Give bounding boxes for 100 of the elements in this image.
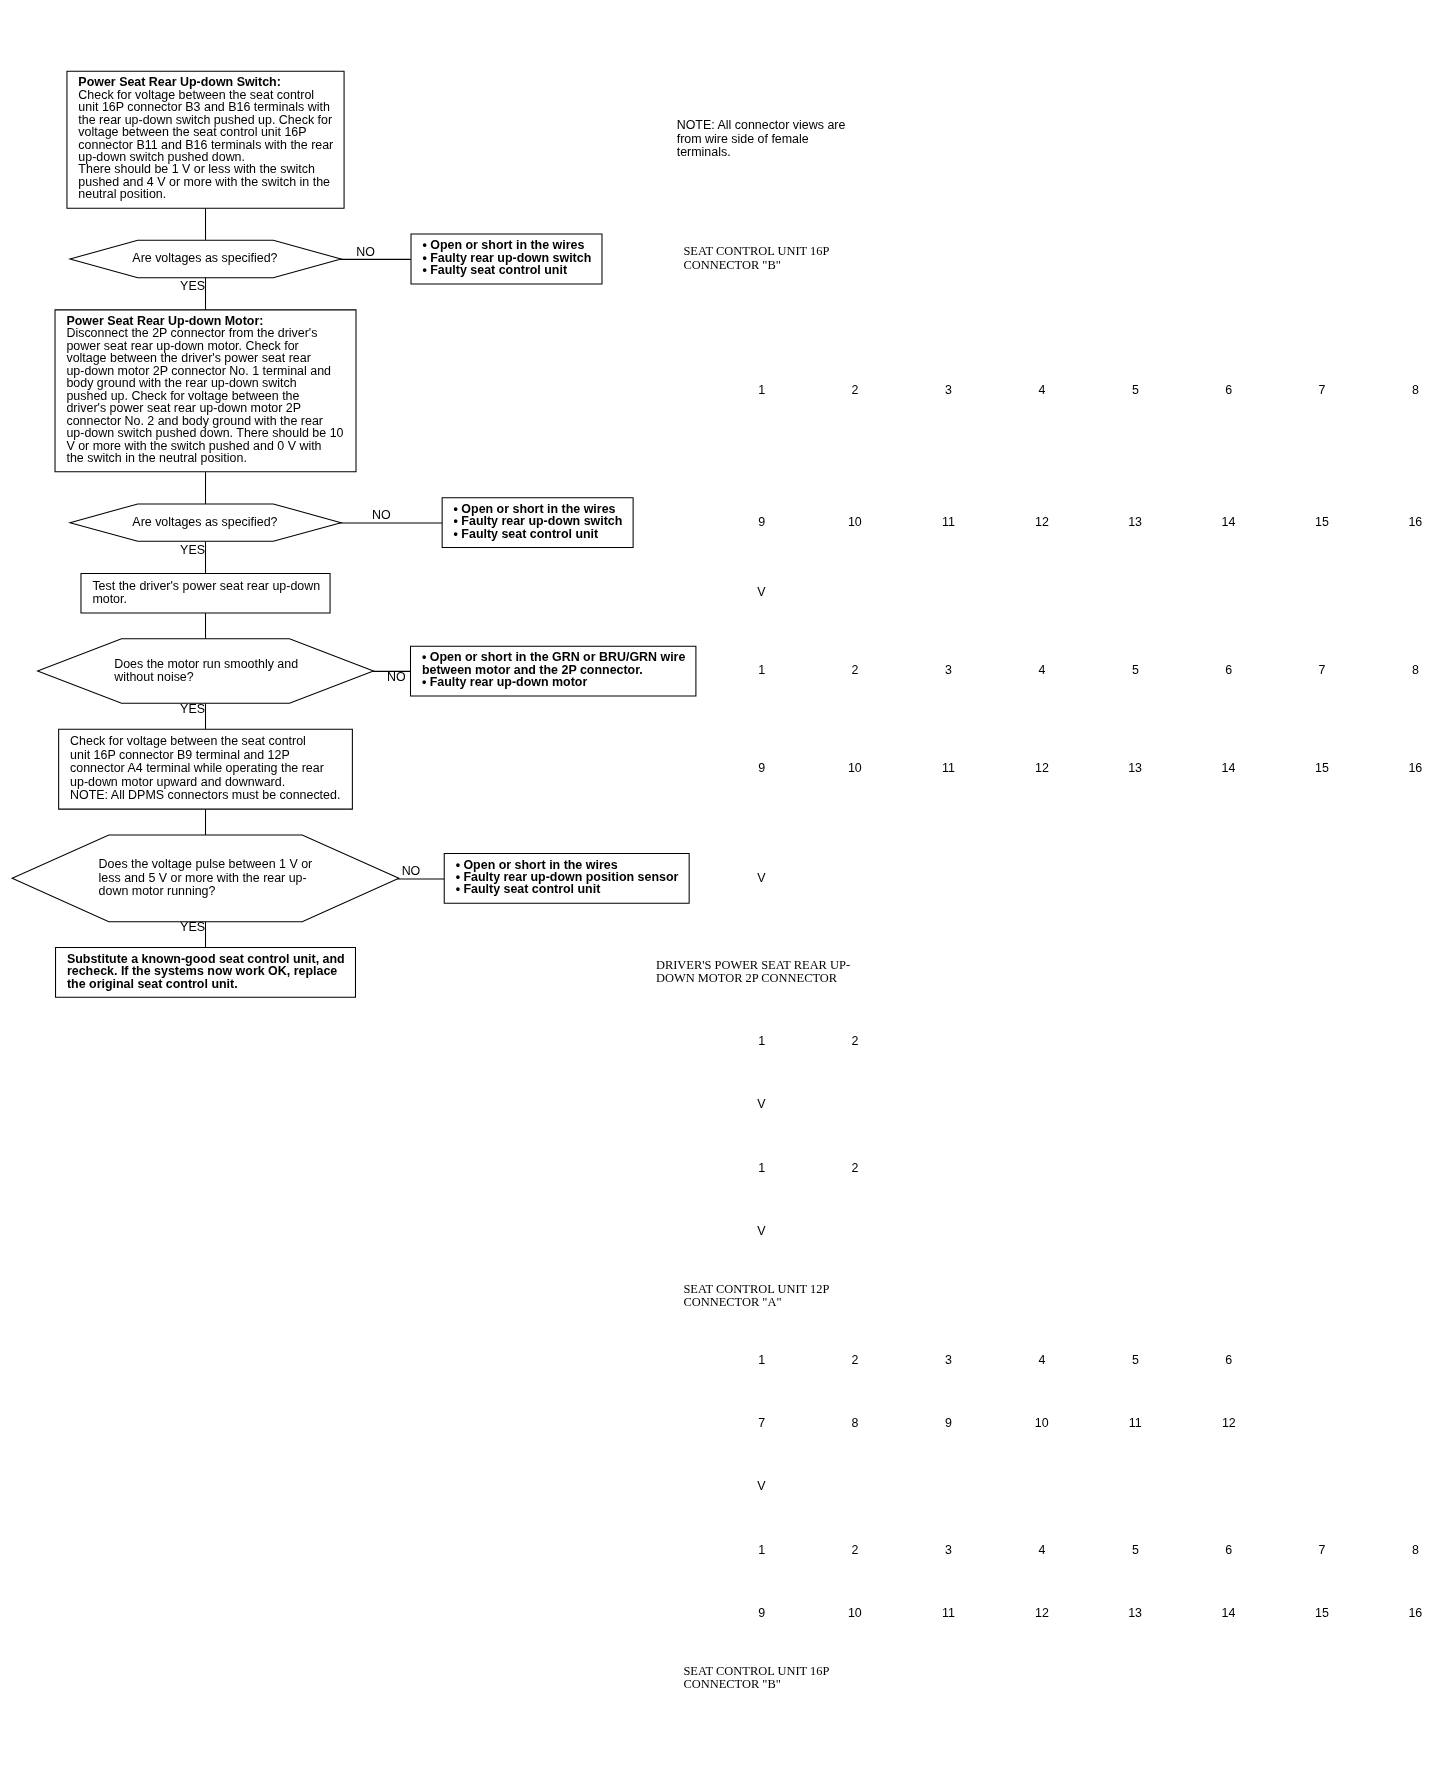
- label: 15: [1315, 514, 1329, 529]
- label: SEAT CONTROL UNIT 16P CONNECTOR "B": [683, 1663, 830, 1691]
- label: V: [757, 1478, 766, 1493]
- node-box: • Open or short in the wires • Faulty rear up-down switch • Faulty seat control unit: [441, 496, 634, 548]
- connector: [396, 877, 445, 879]
- label: 11: [941, 1605, 955, 1620]
- label: 3: [945, 382, 952, 397]
- connector: [205, 702, 207, 729]
- label: V: [757, 1096, 766, 1111]
- node-box: Test the driver's power seat rear up-down motor.: [80, 572, 331, 613]
- label: 12: [1221, 1415, 1236, 1430]
- label: 1: [758, 1033, 766, 1048]
- label: 10: [1034, 1415, 1049, 1430]
- label: 1: [758, 382, 766, 397]
- label: 12: [1035, 514, 1049, 529]
- label: 15: [1315, 1605, 1329, 1620]
- label: 8: [1412, 662, 1419, 677]
- edge-label: YES: [180, 278, 205, 293]
- label: 10: [847, 1605, 862, 1620]
- label: 5: [1131, 662, 1139, 677]
- label: 6: [1225, 382, 1233, 397]
- label: 4: [1038, 382, 1046, 397]
- label: 9: [758, 1605, 766, 1620]
- label: 16: [1408, 514, 1423, 529]
- label: 11: [941, 760, 955, 775]
- label: 12: [1035, 1605, 1049, 1620]
- label: 15: [1315, 760, 1329, 775]
- label: 6: [1225, 1542, 1233, 1557]
- label: 3: [945, 1542, 952, 1557]
- edge-label: YES: [180, 919, 205, 934]
- node-box: Power Seat Rear Up-down Motor: Disconnect the 2P connector from the driver's power seat rear up-down motor. Check for voltage between the driver's power seat rear up-down motor 2P connector No. 1 terminal and body ground with the rear up-down switch pushed up. Check for voltage between the driver's power seat rear up-down motor 2P connector No. 2 and body ground with the rear up-down switch pushed down. There should be 10 V or more with the switch pushed and 0 V with the switch in the neutral position.: [54, 308, 357, 472]
- label: 3: [945, 1352, 952, 1367]
- edge-label: YES: [180, 542, 205, 557]
- label: V: [757, 870, 766, 885]
- label: 9: [758, 514, 766, 529]
- edge-label: NO: [387, 669, 406, 684]
- connector: [339, 521, 443, 523]
- connector: [205, 808, 207, 835]
- label: 2: [851, 662, 859, 677]
- label: 7: [1318, 662, 1326, 677]
- label: 1: [758, 662, 766, 677]
- edge-label: NO: [356, 244, 375, 259]
- label: 7: [1318, 1542, 1326, 1557]
- label: 2: [851, 1033, 859, 1048]
- edge-label: NO: [401, 863, 421, 878]
- label: 11: [941, 514, 955, 529]
- label: 6: [1225, 662, 1233, 677]
- node-box: Substitute a known-good seat control unit, and recheck. If the systems now work OK, replace the original seat control unit.: [55, 946, 356, 998]
- node-box: • Open or short in the wires • Faulty rear up-down position sensor • Faulty seat control unit: [443, 852, 690, 904]
- label: 3: [945, 662, 952, 677]
- connector: [339, 258, 412, 260]
- label: 14: [1221, 514, 1236, 529]
- connector: [205, 540, 207, 574]
- node-box: Check for voltage between the seat control unit 16P connector B9 terminal and 12P connector A4 terminal while operating the rear up-down motor upward and downward. NOTE: All DPMS connectors must be connected.: [58, 728, 353, 810]
- connector: [205, 920, 207, 948]
- label: 9: [945, 1415, 952, 1430]
- label: 2: [851, 382, 859, 397]
- label: 10: [847, 760, 862, 775]
- label: 8: [1412, 382, 1419, 397]
- node-box: • Open or short in the GRN or BRU/GRN wire between motor and the 2P connector. • Faulty rear up-down motor: [409, 645, 697, 696]
- label: 16: [1408, 760, 1423, 775]
- label: SEAT CONTROL UNIT 16P CONNECTOR "B": [683, 243, 830, 272]
- edge-label: NO: [371, 507, 391, 522]
- label: 1: [758, 1542, 766, 1557]
- label: 9: [758, 760, 766, 775]
- label: SEAT CONTROL UNIT 12P CONNECTOR "A": [683, 1281, 830, 1309]
- label: 14: [1221, 1605, 1236, 1620]
- connector: [205, 207, 207, 240]
- label: V: [757, 1223, 766, 1238]
- node-box: Power Seat Rear Up-down Switch: Check for voltage between the seat control unit 16P connector B3 and B16 terminals with the rear up-down switch pushed up. Check for voltage between the seat control unit 16P connector B11 and B16 terminals with the rear up-down switch pushed down. There should be 1 V or less with the switch pushed and 4 V or more with the switch in the neutral position.: [66, 70, 345, 209]
- node-box: • Open or short in the wires • Faulty rear up-down switch • Faulty seat control unit: [410, 233, 603, 284]
- label: 5: [1131, 1542, 1139, 1557]
- label: DRIVER'S POWER SEAT REAR UP-DOWN MOTOR 2P CONNECTOR: [655, 957, 851, 985]
- label: 4: [1038, 1352, 1046, 1367]
- label: 13: [1128, 760, 1143, 775]
- edge-label: YES: [180, 701, 205, 716]
- label: NOTE: All connector views are from wire side of female terminals.: [676, 117, 846, 159]
- label: 11: [1128, 1415, 1142, 1430]
- label: 5: [1131, 1352, 1139, 1367]
- label: 10: [847, 514, 862, 529]
- label: 14: [1221, 760, 1236, 775]
- label: V: [757, 584, 766, 599]
- label: 2: [851, 1160, 859, 1175]
- connector: [205, 276, 207, 310]
- label: 1: [758, 1160, 766, 1175]
- label: 6: [1225, 1352, 1233, 1367]
- label: 12: [1035, 760, 1049, 775]
- label: 7: [1318, 382, 1326, 397]
- label: 2: [851, 1542, 859, 1557]
- label: 7: [758, 1415, 766, 1430]
- label: 1: [758, 1352, 766, 1367]
- connector: [205, 612, 207, 639]
- label: 4: [1038, 1542, 1046, 1557]
- label: 2: [851, 1352, 859, 1367]
- label: 8: [1412, 1542, 1419, 1557]
- label: 16: [1408, 1605, 1423, 1620]
- connector: [372, 670, 411, 672]
- label: 13: [1128, 1605, 1143, 1620]
- label: 5: [1131, 382, 1139, 397]
- label: 8: [851, 1415, 859, 1430]
